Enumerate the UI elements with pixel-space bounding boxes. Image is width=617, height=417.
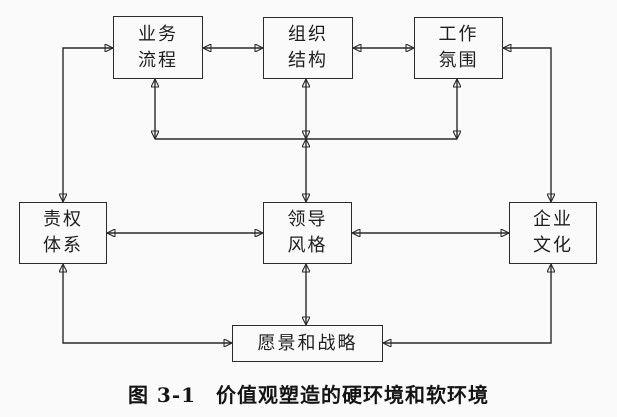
node-label-line: 愿景和战略	[257, 333, 358, 354]
node-label-line: 氛围	[438, 50, 479, 71]
node-label-line: 文化	[533, 235, 573, 256]
node-org-structure: 组织 结构	[263, 17, 353, 79]
node-label-line: 企业	[533, 209, 573, 230]
node-responsibility-system: 责权 体系	[19, 202, 107, 264]
node-label-line: 结构	[288, 50, 328, 71]
node-vision-strategy: 愿景和战略	[232, 325, 383, 362]
node-label-line: 业务	[138, 23, 178, 45]
node-label-line: 责权	[43, 209, 83, 230]
node-label-line: 体系	[43, 235, 83, 256]
figure-caption: 图 3-1 价值观塑造的硬环境和软环境	[0, 379, 617, 408]
node-label-line: 组织	[288, 24, 328, 45]
node-corporate-culture: 企业 文化	[509, 202, 597, 264]
node-business-process: 业务 流程	[113, 16, 203, 79]
arrow-responsibility-vision	[63, 264, 232, 343]
arrow-business-responsibility	[63, 48, 113, 202]
node-label-line: 流程	[138, 49, 178, 71]
node-work-atmosphere: 工作 氛围	[414, 17, 503, 79]
arrow-corporate-vision	[383, 264, 551, 343]
node-label-line: 工作	[438, 24, 479, 45]
node-leadership-style: 领导 风格	[263, 202, 352, 264]
figure-title: 价值观塑造的硬环境和软环境	[216, 383, 490, 407]
node-label-line: 风格	[287, 235, 328, 256]
arrow-work-corporate	[503, 48, 551, 202]
node-label-line: 领导	[287, 209, 328, 230]
figure-number: 图 3-1	[127, 383, 197, 407]
